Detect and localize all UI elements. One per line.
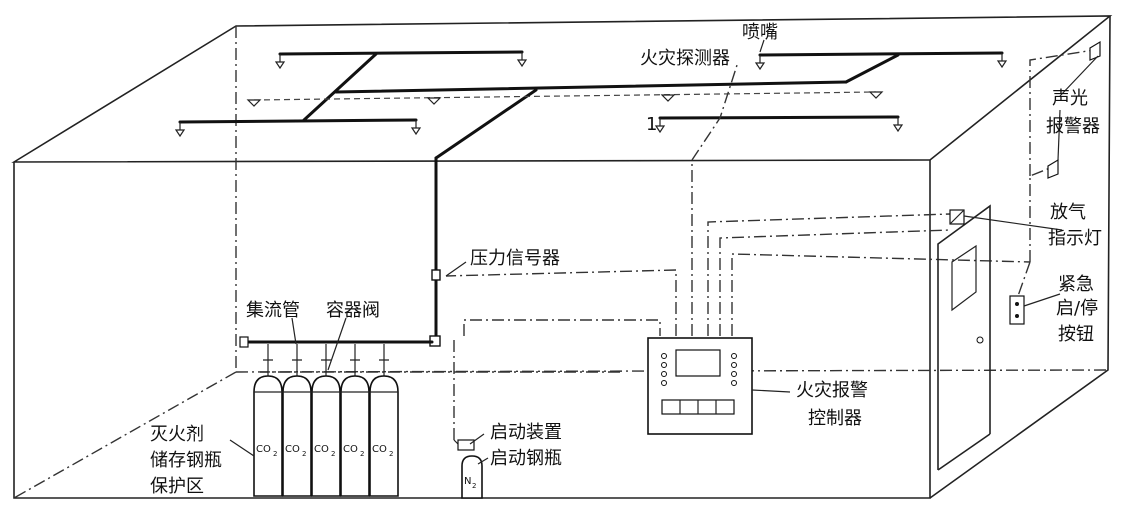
fire-detector-label: 火灾探测器 [640, 48, 730, 69]
nozzle [516, 52, 528, 68]
cylinder-gas-label: CO [372, 444, 387, 455]
cylinder-gas-sub: 2 [360, 450, 364, 458]
nozzle [174, 122, 186, 138]
cylinder-gas-label: CO [343, 444, 358, 455]
starter-gas-sub: 2 [472, 482, 476, 490]
cylinder-gas-label: CO [285, 444, 300, 455]
cylinder: CO 2 [253, 344, 283, 497]
fire-detector [426, 97, 442, 105]
emergency-label-line1: 紧急 [1058, 274, 1094, 295]
fire-detector [246, 99, 262, 107]
cylinder: CO 2 [369, 344, 399, 497]
agent-cylinder-bank: CO 2 CO 2 CO 2 CO 2 CO 2 [253, 344, 399, 497]
container-valve-label: 容器阀 [326, 300, 380, 321]
leader-lines [229, 39, 1099, 465]
ceiling-pipe-network [178, 50, 1004, 344]
indicator-label-line1: 放气 [1050, 202, 1086, 223]
agent-storage-label-line2: 储存钢瓶 [150, 450, 222, 471]
fire-detector [660, 94, 676, 102]
signal-wiring [260, 49, 1095, 440]
emergency-start-stop-button [1009, 295, 1025, 325]
pressure-signal-switch [431, 269, 441, 281]
cylinder: CO 2 [340, 344, 370, 497]
indicator-label-line2: 指示灯 [1048, 228, 1102, 249]
nozzle [654, 118, 666, 134]
nozzle [754, 55, 766, 71]
sound-light-alarm [1047, 40, 1101, 179]
agent-storage-label-line1: 灭火剂 [150, 424, 204, 445]
fire-detector [868, 91, 884, 99]
protected-zone-label: 保护区 [150, 476, 204, 497]
cylinder-gas-sub: 2 [331, 450, 335, 458]
room-box [11, 15, 1113, 499]
fire-detector-line [246, 91, 884, 107]
label-set: 喷嘴 火灾探测器 1 声光 报警器 放气 指示灯 紧急 启/停 按钮 压力信号器… [150, 22, 1102, 497]
emergency-label-line2: 启/停 [1056, 298, 1098, 319]
cylinder-gas-label: CO [314, 444, 329, 455]
pressure-signal-label: 压力信号器 [470, 248, 560, 269]
fire-alarm-controller [647, 337, 753, 435]
cylinder-gas-sub: 2 [273, 450, 277, 458]
nozzle-label: 喷嘴 [742, 22, 778, 43]
cylinder: CO 2 [282, 344, 312, 497]
nozzle [892, 117, 904, 133]
starter-gas-label: N [464, 476, 471, 487]
starter-cylinder: N 2 [453, 439, 483, 499]
manifold-pipe [239, 336, 434, 348]
nozzle-set [174, 52, 1008, 138]
door [937, 204, 991, 471]
alarm-label-line1: 声光 [1052, 88, 1088, 109]
nozzle [274, 54, 286, 70]
starter-cylinder-label: 启动钢瓶 [490, 448, 562, 469]
emergency-label-line3: 按钮 [1058, 324, 1094, 345]
controller-label-line2: 控制器 [808, 408, 862, 429]
cylinder-gas-sub: 2 [302, 450, 306, 458]
nozzle [410, 120, 422, 136]
starter-label: 启动装置 [490, 422, 562, 443]
cylinder: CO 2 [311, 344, 341, 497]
discharge-indicator-lamp [949, 209, 965, 225]
manifold-label: 集流管 [246, 300, 300, 321]
cylinder-gas-label: CO [256, 444, 271, 455]
marker-1-label: 1 [646, 114, 657, 135]
cylinder-gas-sub: 2 [389, 450, 393, 458]
alarm-label-line2: 报警器 [1046, 116, 1100, 137]
nozzle [996, 53, 1008, 69]
controller-label-line1: 火灾报警 [796, 380, 868, 401]
